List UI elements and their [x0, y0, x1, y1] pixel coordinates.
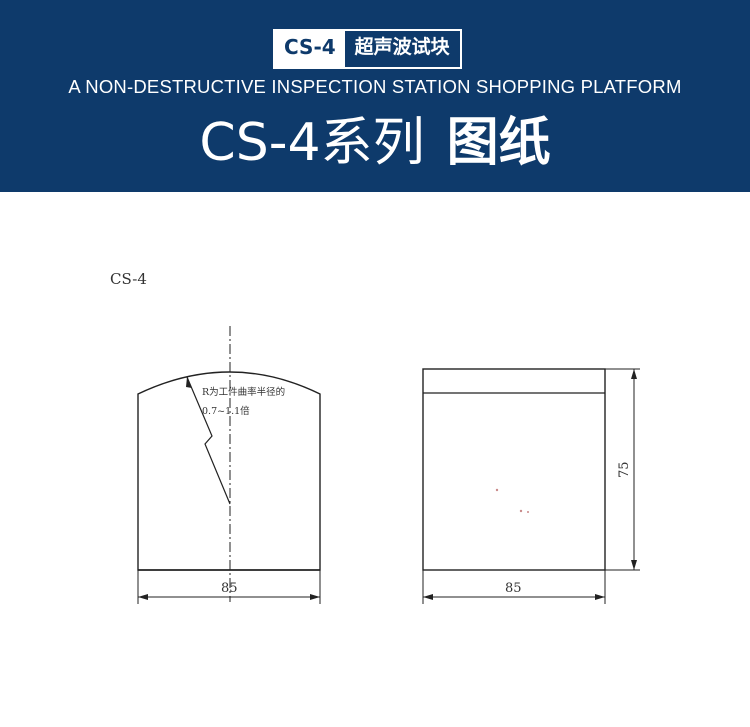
right-dim-arrow-b: [595, 594, 605, 600]
radius-leader: [186, 376, 231, 505]
title-series: CS-4系列: [199, 113, 425, 173]
scan-mark: [527, 511, 529, 513]
badge-code: CS-4: [275, 31, 345, 67]
scan-mark: [519, 509, 523, 513]
platform-subtitle: A NON-DESTRUCTIVE INSPECTION STATION SHO…: [68, 76, 682, 97]
title-drawing: 图纸: [446, 113, 551, 173]
radius-note-line1: R为工件曲率半径的: [202, 386, 285, 398]
height-dim-arrow-a: [631, 369, 637, 379]
height-dim-arrow-b: [631, 560, 637, 570]
right-width-dim: 85: [505, 581, 522, 596]
radius-note-line2: 0.7~1.1倍: [202, 405, 250, 417]
drawing-canvas: CS-4 R为工件曲率半径的 0.7~1.1倍 85: [110, 270, 640, 604]
left-dim-arrow-b: [310, 594, 320, 600]
scan-mark: [495, 488, 499, 492]
header-banner: CS-4 超声波试块 A NON-DESTRUCTIVE INSPECTION …: [0, 0, 750, 192]
radius-arrow: [186, 377, 192, 388]
badge-name: 超声波试块: [354, 36, 450, 58]
left-dim-arrow-a: [138, 594, 148, 600]
right-dim-arrow-a: [423, 594, 433, 600]
technical-drawing: CS-4 R为工件曲率半径的 0.7~1.1倍 85: [0, 192, 750, 727]
product-badge: CS-4 超声波试块: [273, 29, 462, 69]
right-block-outline: [422, 368, 606, 571]
left-view: [137, 326, 321, 604]
right-view: [422, 368, 640, 604]
left-width-dim: 85: [221, 581, 238, 596]
left-block-outline: [137, 371, 321, 571]
right-height-dim: 75: [617, 461, 632, 478]
page-title: CS-4系列图纸: [0, 108, 750, 191]
drawing-label: CS-4: [110, 270, 147, 288]
